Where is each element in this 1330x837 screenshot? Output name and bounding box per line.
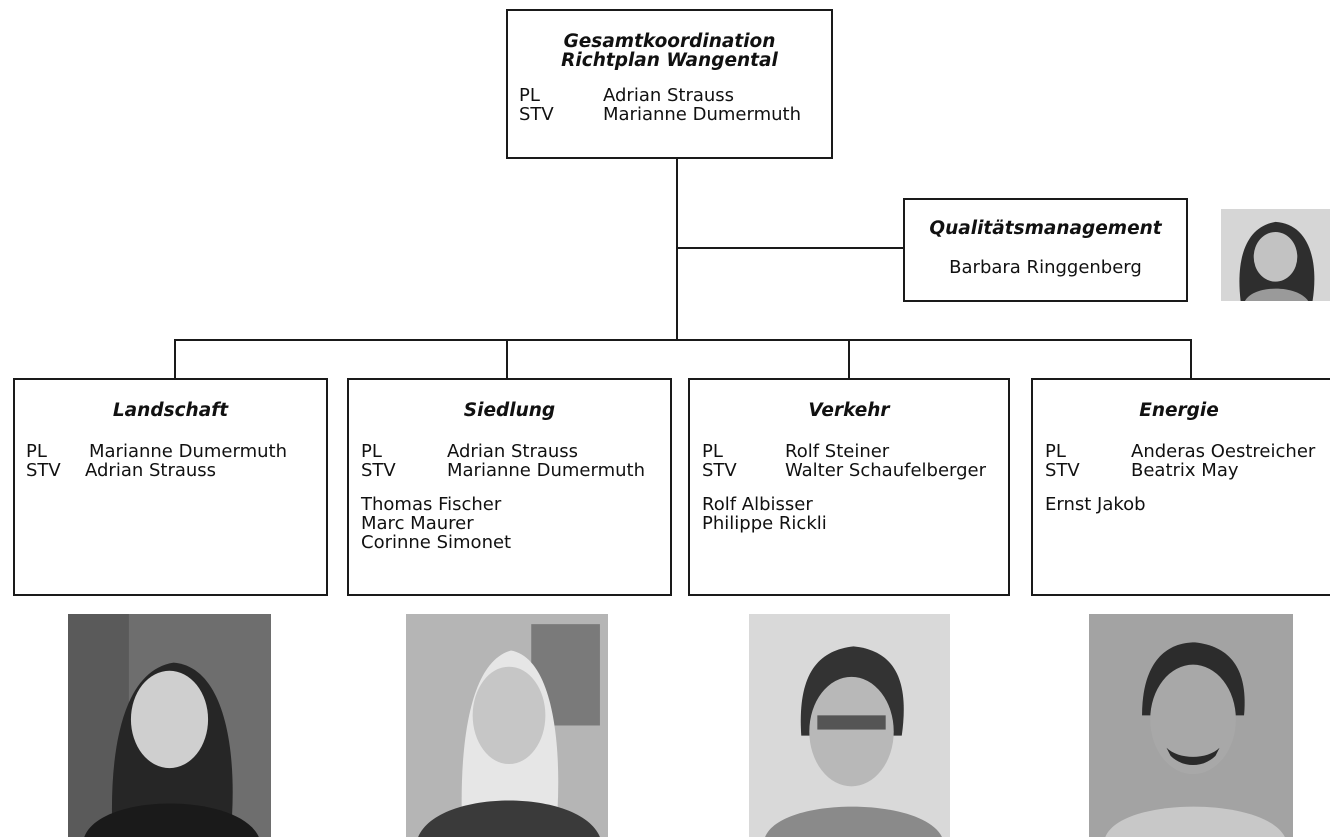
stv-row: STV Marianne Dumermuth [361,461,670,480]
person-name: Adrian Strauss [447,441,579,462]
unit-box-verkehr: Verkehr PL Rolf Steiner STV Walter Schau… [688,378,1010,596]
person-name: Adrian Strauss [603,85,735,106]
portrait-photo-landschaft [68,614,271,837]
stv-row: STV Beatrix May [1045,461,1330,480]
pl-row: PL Anderas Oestreicher [1045,442,1330,461]
person-name: Anderas Oestreicher [1131,441,1316,462]
role-label: STV [519,104,554,125]
connector-siedlung-drop [506,339,508,379]
role-label: STV [361,460,396,481]
person-name: Beatrix May [1131,460,1239,481]
connector-horizontal-bus [174,339,1192,341]
unit-box-energie: Energie PL Anderas Oestreicher STV Beatr… [1031,378,1330,596]
member-list: Thomas Fischer Marc Maurer Corinne Simon… [361,495,670,552]
member-name: Corinne Simonet [361,532,512,553]
connector-verkehr-drop [848,339,850,379]
member-name: Marc Maurer [361,513,474,534]
title-line-1: Gesamtkoordination [563,31,776,52]
role-label: PL [26,441,47,462]
member-name: Ernst Jakob [1045,494,1146,515]
connector-qm-branch [676,247,904,249]
member-name: Rolf Albisser [702,494,813,515]
portrait-photo-energie [1089,614,1293,837]
portrait-photo-qm [1221,209,1330,301]
role-label: PL [702,441,723,462]
role-label: PL [361,441,382,462]
box-title: Verkehr [808,400,890,421]
connector-energie-drop [1190,339,1192,379]
box-title: Siedlung [463,400,556,421]
stv-row: STV Walter Schaufelberger [702,461,1008,480]
unit-box-landschaft: Landschaft PL Marianne Dumermuth STV Adr… [13,378,328,596]
role-label: STV [26,460,61,481]
unit-box-siedlung: Siedlung PL Adrian Strauss STV Marianne … [347,378,672,596]
person-name: Barbara Ringgenberg [949,257,1142,278]
box-title: Qualitätsmanagement [929,218,1162,239]
role-label: STV [702,460,737,481]
pl-row: PL Rolf Steiner [702,442,1008,461]
person-name: Walter Schaufelberger [785,460,986,481]
stv-row: STV Marianne Dumermuth [519,105,831,124]
role-label: STV [1045,460,1080,481]
role-label: PL [519,85,540,106]
portrait-photo-siedlung [406,614,608,837]
box-title: Energie [1139,400,1219,421]
member-name: Thomas Fischer [361,494,502,515]
person-name: Marianne Dumermuth [89,441,287,462]
person-name: Adrian Strauss [85,460,217,481]
member-list: Ernst Jakob [1045,495,1330,514]
person-name: Rolf Steiner [785,441,890,462]
gesamtkoordination-box: Gesamtkoordination Richtplan Wangental P… [506,9,833,159]
box-title: Gesamtkoordination Richtplan Wangental [508,32,831,70]
box-title: Landschaft [112,400,229,421]
person-name: Marianne Dumermuth [447,460,645,481]
pl-row: PL Adrian Strauss [361,442,670,461]
pl-row: PL Marianne Dumermuth [26,442,326,461]
pl-row: PL Adrian Strauss [519,86,831,105]
member-list: Rolf Albisser Philippe Rickli [702,495,1008,533]
member-name: Philippe Rickli [702,513,827,534]
connector-landschaft-drop [174,339,176,379]
stv-row: STV Adrian Strauss [26,461,326,480]
title-line-2: Richtplan Wangental [561,50,778,71]
portrait-photo-verkehr [749,614,950,837]
role-label: PL [1045,441,1066,462]
person-name: Marianne Dumermuth [603,104,801,125]
qualitaetsmanagement-box: Qualitätsmanagement Barbara Ringgenberg [903,198,1188,302]
